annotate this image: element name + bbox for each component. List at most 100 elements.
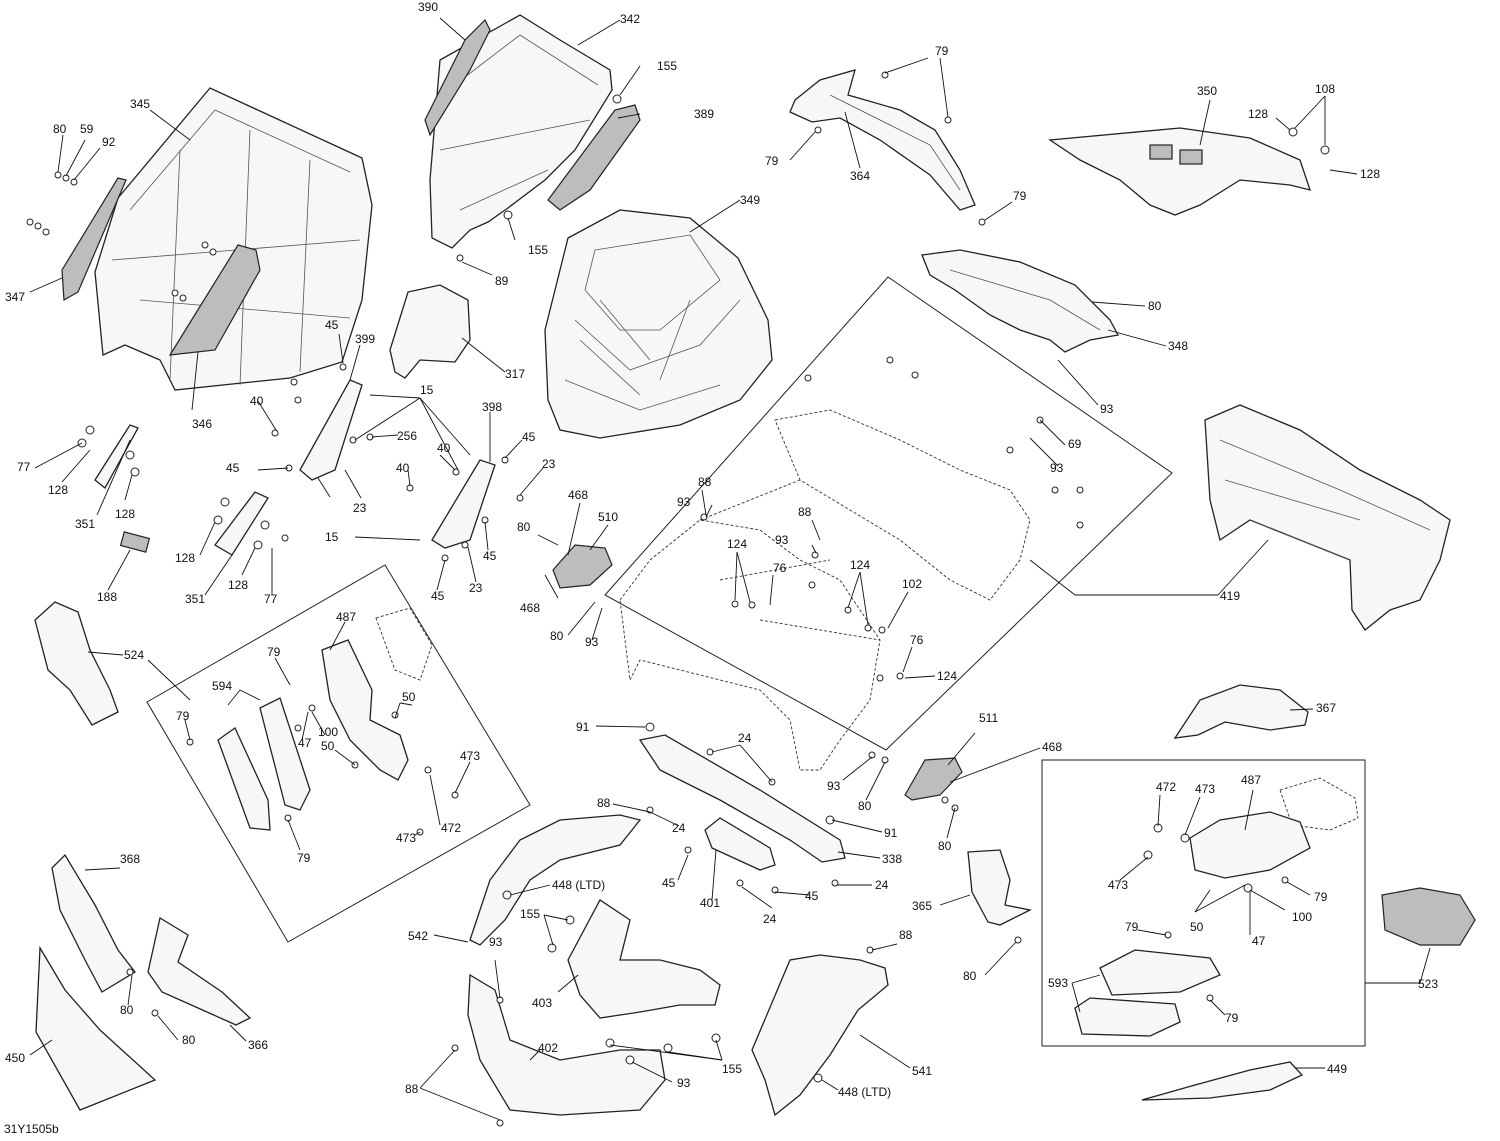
label-69: 69 <box>1068 437 1082 451</box>
clip-108 <box>1288 127 1298 137</box>
label-473-d: 473 <box>1108 878 1128 892</box>
label-100-b: 100 <box>1292 910 1312 924</box>
label-80-a: 80 <box>53 122 67 136</box>
label-45-f: 45 <box>662 876 676 890</box>
label-80-b: 80 <box>1148 299 1162 313</box>
label-510: 510 <box>598 510 618 524</box>
label-88-d: 88 <box>405 1082 419 1096</box>
label-88-c: 88 <box>597 796 611 810</box>
label-79-f: 79 <box>297 851 311 865</box>
label-366: 366 <box>248 1038 268 1052</box>
upper-cowl-342 <box>429 14 613 249</box>
crossmember-338 <box>638 734 846 863</box>
label-448-a: 448 (LTD) <box>552 878 605 892</box>
label-93-d: 93 <box>585 635 599 649</box>
signal-523 <box>1381 887 1476 946</box>
label-155-b: 155 <box>528 243 548 257</box>
label-345: 345 <box>130 97 150 111</box>
fairing-541 <box>751 954 889 1117</box>
bracket-351-b <box>214 491 269 556</box>
label-351-a: 351 <box>75 517 95 531</box>
label-128-b: 128 <box>1360 167 1380 181</box>
trim-389 <box>547 104 641 211</box>
label-50-a: 50 <box>402 690 416 704</box>
panel-317 <box>389 284 471 379</box>
subframe-419 <box>1204 404 1451 631</box>
label-80-i: 80 <box>963 969 977 983</box>
nut-155-b <box>503 210 513 220</box>
panel-366 <box>147 916 252 1026</box>
emblem-188 <box>119 531 151 553</box>
label-338: 338 <box>882 852 902 866</box>
frame-dashed-outline <box>619 409 1031 771</box>
label-47-a: 47 <box>298 736 312 750</box>
upper-cowl-detail <box>439 34 599 211</box>
label-389: 389 <box>694 107 714 121</box>
label-128-d: 128 <box>115 507 135 521</box>
label-472-a: 472 <box>441 821 461 835</box>
deflector-347 <box>61 177 127 301</box>
right-light-group-box <box>1041 759 1366 1047</box>
label-594: 594 <box>212 679 232 693</box>
label-24-c: 24 <box>875 878 889 892</box>
label-419: 419 <box>1220 589 1240 603</box>
label-349: 349 <box>740 193 760 207</box>
label-317: 317 <box>505 367 525 381</box>
label-92: 92 <box>102 135 116 149</box>
label-93-f: 93 <box>827 779 841 793</box>
frame-group-box <box>604 276 1173 751</box>
lamp-594 <box>259 697 311 811</box>
label-59: 59 <box>80 122 94 136</box>
label-351-b: 351 <box>185 592 205 606</box>
fairing-402 <box>467 973 666 1116</box>
hardware-stack-80-59-92 <box>26 171 217 302</box>
label-524: 524 <box>124 648 144 662</box>
label-542: 542 <box>408 929 428 943</box>
label-93-h: 93 <box>677 1076 691 1090</box>
label-401: 401 <box>700 896 720 910</box>
panel-348 <box>921 249 1119 353</box>
light-511 <box>904 757 963 801</box>
label-487-b: 487 <box>1241 773 1261 787</box>
lamp-593 <box>1099 949 1221 996</box>
label-50-b: 50 <box>321 739 335 753</box>
signal-524 <box>34 601 119 726</box>
light-housing-487b <box>1189 811 1311 879</box>
label-45-b: 45 <box>522 430 536 444</box>
label-88-a: 88 <box>698 475 712 489</box>
misc-fasteners <box>77 71 1289 1127</box>
panel-368 <box>51 853 136 993</box>
label-124-c: 124 <box>937 669 957 683</box>
label-364: 364 <box>850 169 870 183</box>
label-76-a: 76 <box>773 561 787 575</box>
label-79-g: 79 <box>1314 890 1328 904</box>
label-128-e: 128 <box>175 551 195 565</box>
label-402: 402 <box>538 1041 558 1055</box>
label-473-b: 473 <box>396 831 416 845</box>
grommet-89 <box>456 254 464 262</box>
label-102: 102 <box>902 577 922 591</box>
light-510 <box>552 544 613 589</box>
windshield-345 <box>94 87 373 391</box>
label-77-b: 77 <box>264 592 278 606</box>
label-80-c: 80 <box>517 520 531 534</box>
label-593: 593 <box>1048 976 1068 990</box>
label-473-a: 473 <box>460 749 480 763</box>
trim-364 <box>789 69 976 211</box>
trim-449 <box>1141 1061 1304 1101</box>
label-40-b: 40 <box>437 441 451 455</box>
label-473-c: 473 <box>1195 782 1215 796</box>
label-390: 390 <box>418 0 438 14</box>
label-124-a: 124 <box>727 537 747 551</box>
label-155-a: 155 <box>657 59 677 73</box>
label-523: 523 <box>1418 977 1438 991</box>
lens-487-outline <box>375 607 433 681</box>
label-367: 367 <box>1316 701 1336 715</box>
label-511: 511 <box>979 711 998 725</box>
label-256: 256 <box>397 429 417 443</box>
label-15-b: 15 <box>325 530 339 544</box>
lens-594 <box>217 727 271 831</box>
label-50-c: 50 <box>1190 920 1204 934</box>
label-89: 89 <box>495 274 509 288</box>
